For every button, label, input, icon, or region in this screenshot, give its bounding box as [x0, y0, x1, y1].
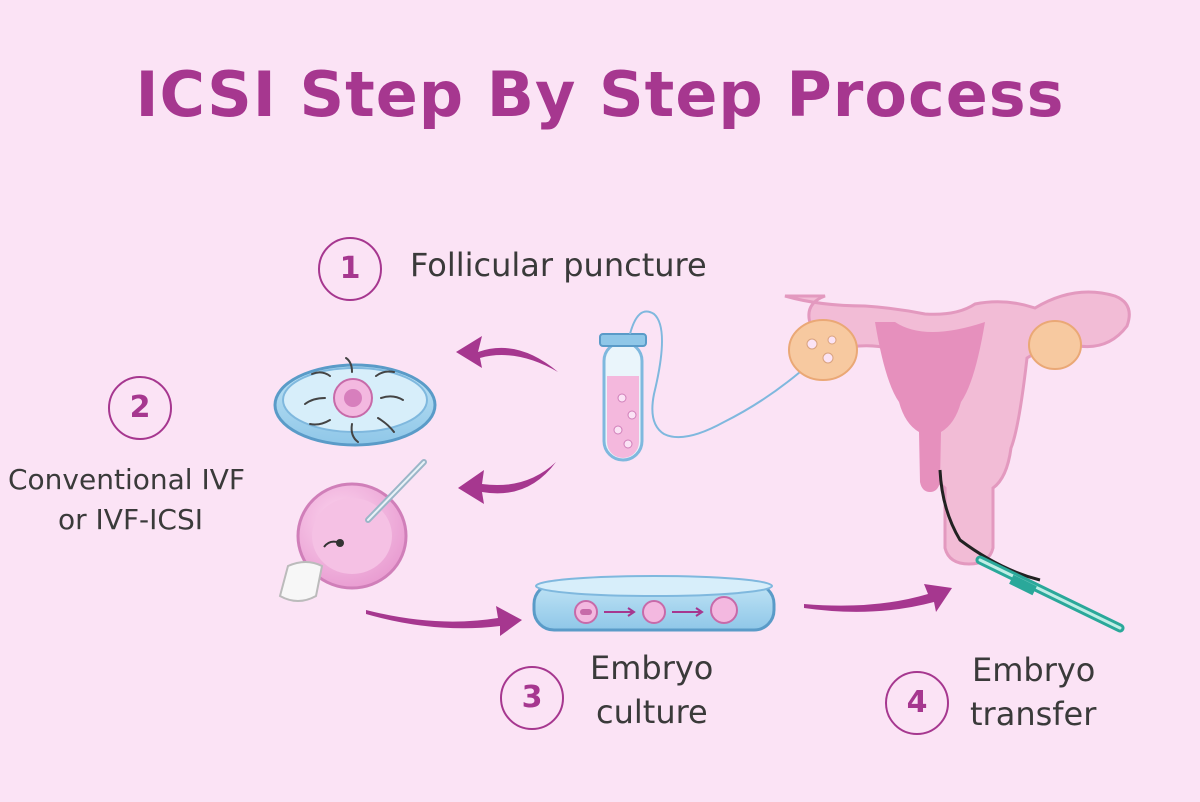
step-4-label-line2: transfer	[970, 695, 1097, 733]
uterus-icon	[784, 290, 1131, 633]
icsi-injection-icon	[278, 459, 427, 602]
diagram-title: ICSI Step By Step Process	[135, 58, 1065, 131]
step-3-number: 3	[500, 666, 564, 730]
step-1-number: 1	[318, 237, 382, 301]
step-2-number: 2	[108, 376, 172, 440]
step-4-number: 4	[885, 671, 949, 735]
flow-arrows	[366, 336, 952, 636]
culture-dish-icon	[532, 575, 776, 632]
arrow-to-transfer-icon	[804, 584, 952, 612]
step-4-label-line1: Embryo	[972, 651, 1096, 689]
arrow-to-culture-icon	[366, 606, 522, 636]
test-tube-icon	[599, 310, 801, 462]
step-2-label-line1: Conventional IVF	[8, 463, 245, 496]
arrow-to-icsi-icon	[458, 462, 556, 504]
petri-dish-icon	[273, 357, 437, 447]
step-3-label-line2: culture	[596, 693, 708, 731]
step-2-label-line2: or IVF-ICSI	[58, 503, 204, 536]
arrow-to-dish-icon	[456, 336, 558, 372]
step-1-label: Follicular puncture	[410, 246, 707, 284]
step-3-label-line1: Embryo	[590, 649, 714, 687]
